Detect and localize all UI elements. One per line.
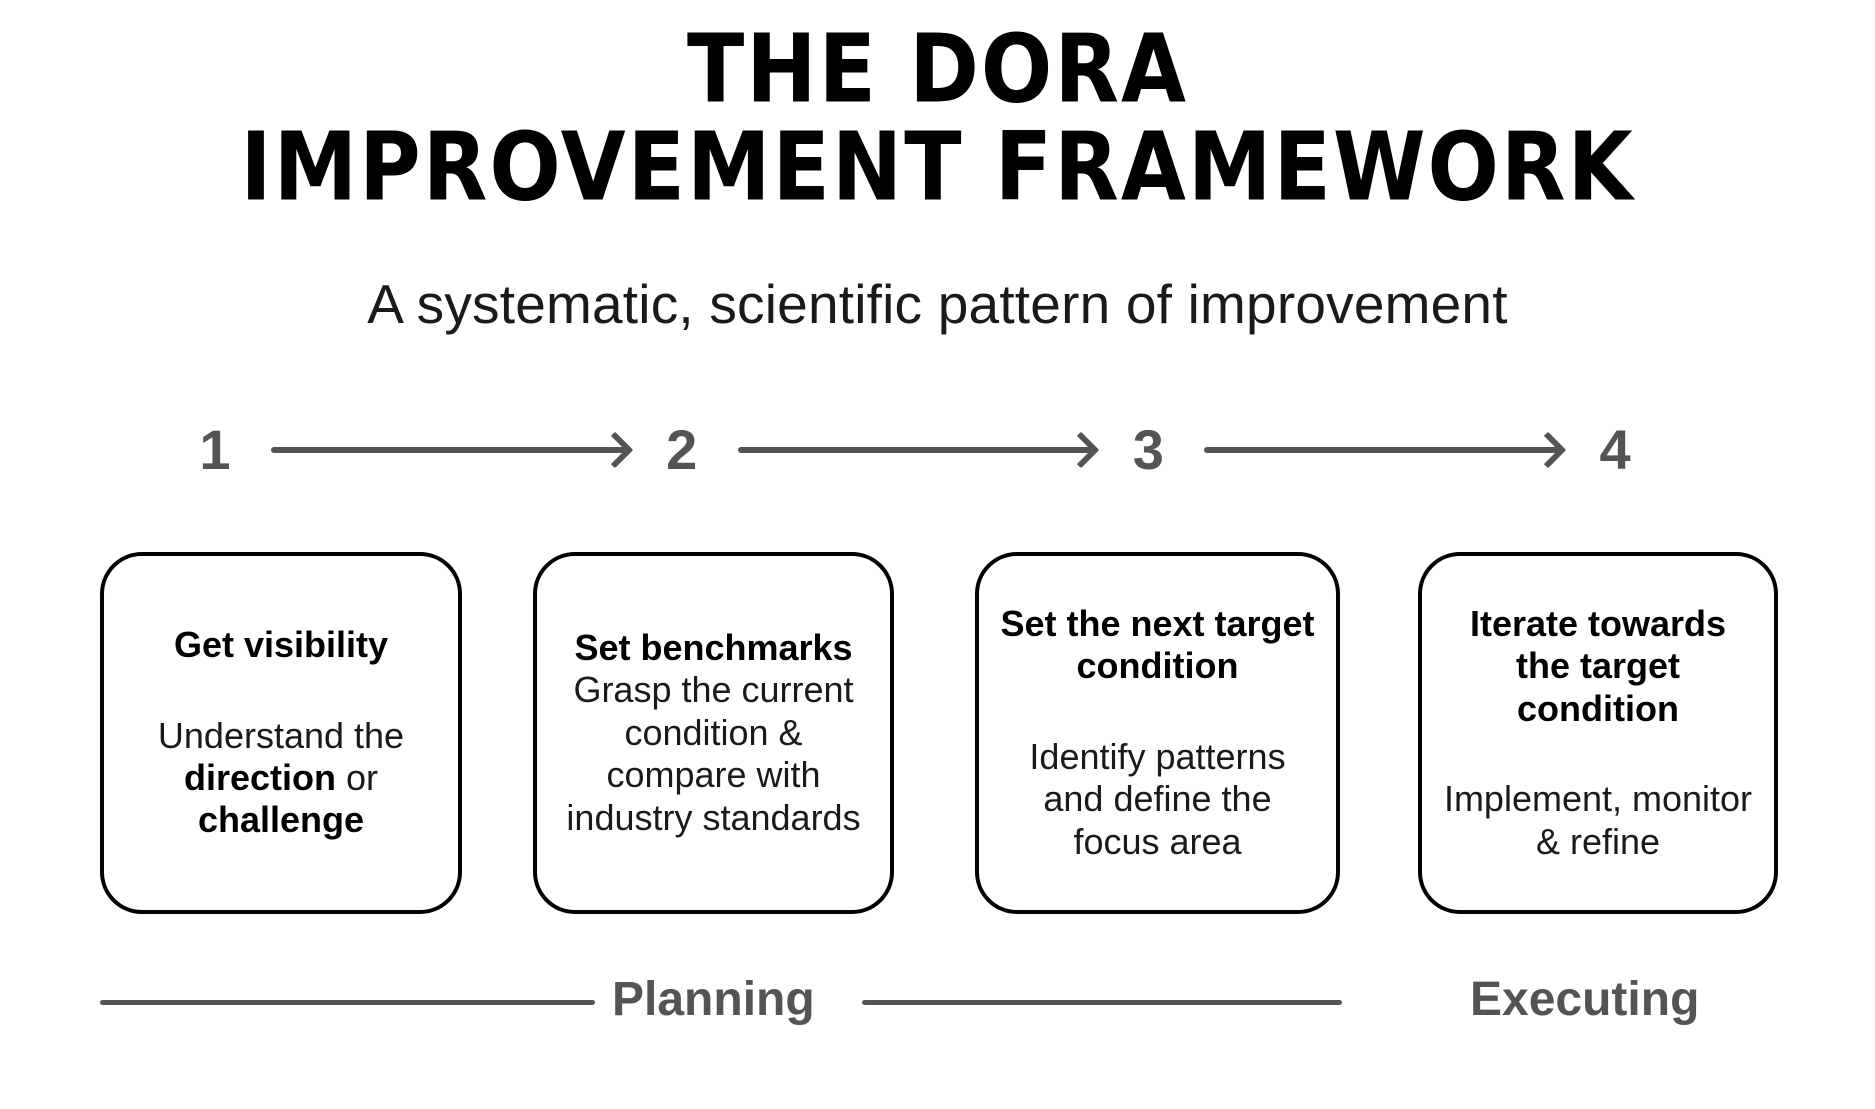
step-number-1: 1 xyxy=(199,418,231,481)
step-card-2-heading: Set benchmarks xyxy=(574,626,853,668)
step-number-4: 4 xyxy=(1599,418,1631,481)
phase-bar: Planning Executing xyxy=(0,965,1875,1035)
phase-divider-line-left xyxy=(100,1000,595,1005)
body-text-bold-direction: direction xyxy=(183,757,336,798)
step-card-3: Set the next target condition Identify p… xyxy=(975,552,1340,914)
arrow-right-icon-1 xyxy=(271,431,634,469)
step-card-1-body: Understand the direction or challenge xyxy=(124,715,438,842)
step-card-3-body: Identify patterns and define the focus a… xyxy=(1029,735,1286,862)
arrow-head xyxy=(596,431,634,469)
body-text-pre: Understand the xyxy=(157,714,405,756)
arrow-shaft xyxy=(271,447,626,453)
step-card-4: Iterate towards the target condition Imp… xyxy=(1418,552,1778,914)
phase-label-executing: Executing xyxy=(1470,973,1700,1026)
step-card-4-heading: Iterate towards the target condition xyxy=(1469,602,1727,729)
step-card-3-heading: Set the next target condition xyxy=(1000,602,1315,687)
step-sequence: 1 2 3 4 xyxy=(195,415,1635,485)
title-line-1: THE DORA xyxy=(686,14,1189,124)
step-card-2: Set benchmarks Grasp the current conditi… xyxy=(533,552,894,914)
phase-divider-line-right xyxy=(862,1000,1342,1005)
arrow-head xyxy=(1529,431,1567,469)
step-number-3: 3 xyxy=(1132,418,1164,481)
step-card-1-heading: Get visibility xyxy=(173,624,389,666)
arrow-shaft xyxy=(1204,447,1560,453)
body-text-bold-challenge: challenge xyxy=(197,799,365,841)
arrow-right-icon-3 xyxy=(1204,431,1567,469)
title-line-2: IMPROVEMENT FRAMEWORK xyxy=(240,111,1635,222)
arrow-shaft xyxy=(737,447,1093,453)
step-cards: Get visibility Understand the direction … xyxy=(0,552,1875,914)
arrow-head xyxy=(1062,431,1100,469)
body-text-mid: or xyxy=(336,757,379,798)
step-card-4-body: Implement, monitor & refine xyxy=(1443,778,1753,862)
arrow-right-icon-2 xyxy=(737,431,1100,469)
step-card-2-body: Grasp the current condition & compare wi… xyxy=(566,669,861,838)
page-subtitle: A systematic, scientific pattern of impr… xyxy=(367,273,1508,335)
step-card-1: Get visibility Understand the direction … xyxy=(100,552,462,914)
step-number-2: 2 xyxy=(666,418,698,481)
phase-label-planning: Planning xyxy=(612,973,815,1026)
page-title: THE DORA IMPROVEMENT FRAMEWORK xyxy=(0,14,1875,214)
